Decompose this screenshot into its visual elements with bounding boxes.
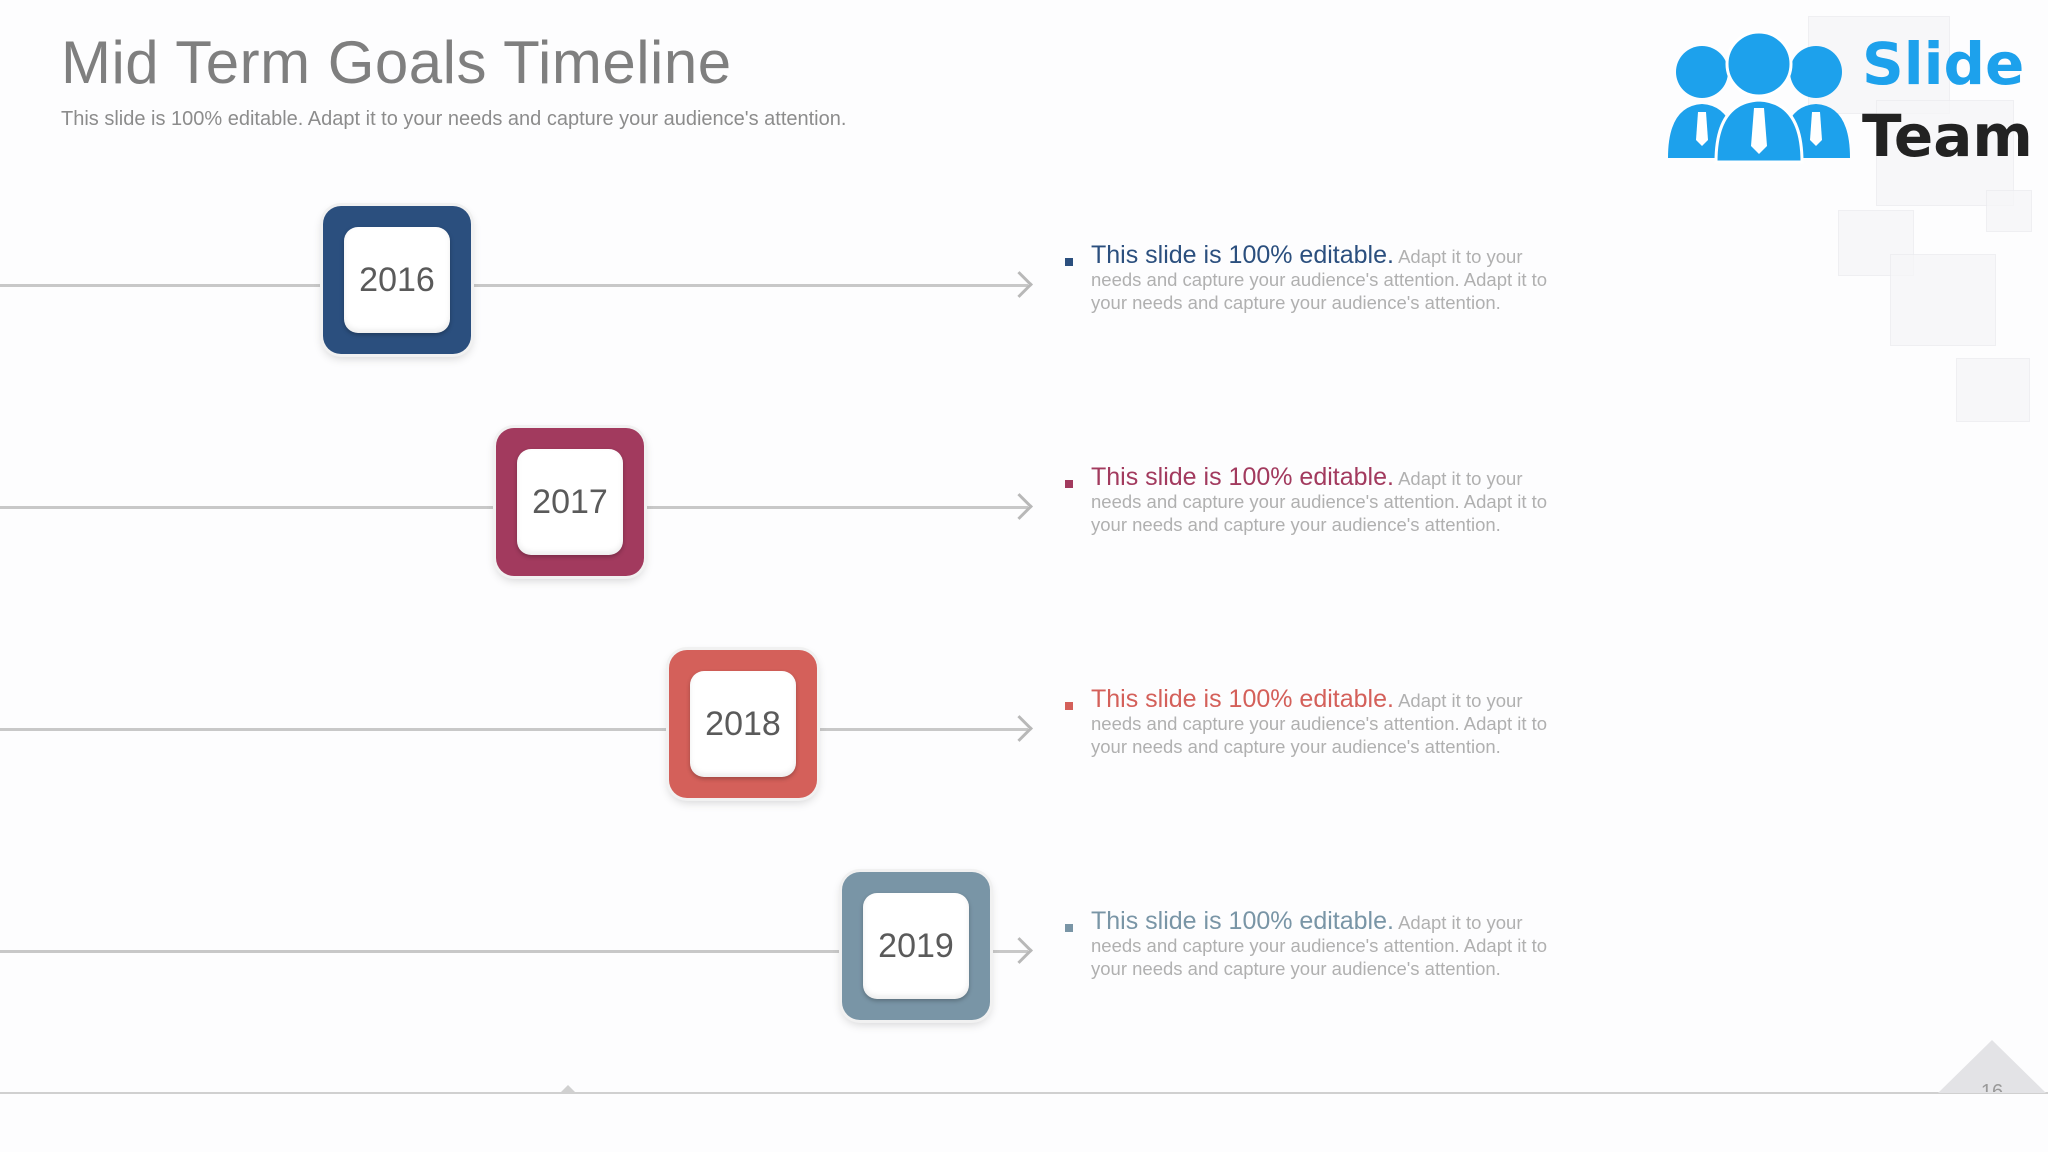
decor-square xyxy=(1890,254,1996,346)
year-label: 2017 xyxy=(517,449,623,555)
year-label: 2016 xyxy=(344,227,450,333)
timeline-row-2016: 2016 This slide is 100% editable. Adapt … xyxy=(0,206,2048,366)
row-description: This slide is 100% editable. Adapt it to… xyxy=(1065,463,1561,536)
year-box: 2019 xyxy=(842,872,990,1020)
timeline-row-2019: 2019 This slide is 100% editable. Adapt … xyxy=(0,872,2048,1032)
row-description: This slide is 100% editable. Adapt it to… xyxy=(1065,241,1561,314)
slideteam-logo: Slide Team xyxy=(1664,28,2033,170)
row-body: Adapt it to your needs and capture your … xyxy=(1091,690,1548,757)
arrow-head-icon xyxy=(1006,271,1033,298)
decor-square xyxy=(1986,190,2032,232)
timeline-row-2017: 2017 This slide is 100% editable. Adapt … xyxy=(0,428,2048,588)
bullet-icon xyxy=(1065,702,1073,710)
footer-divider xyxy=(0,1092,2048,1094)
row-body: Adapt it to your needs and capture your … xyxy=(1091,468,1548,535)
row-heading: This slide is 100% editable. xyxy=(1091,241,1394,269)
year-label: 2019 xyxy=(863,893,969,999)
footer-tick-icon xyxy=(561,1085,575,1092)
bullet-icon xyxy=(1065,480,1073,488)
arrow-head-icon xyxy=(1006,715,1033,742)
row-heading: This slide is 100% editable. xyxy=(1091,907,1394,935)
page-subtitle: This slide is 100% editable. Adapt it to… xyxy=(61,108,847,130)
page-title: Mid Term Goals Timeline xyxy=(61,29,732,96)
page-number: 16 xyxy=(1980,1081,2004,1092)
year-box: 2016 xyxy=(323,206,471,354)
decor-square xyxy=(1876,100,2014,206)
bullet-icon xyxy=(1065,924,1073,932)
row-body: Adapt it to your needs and capture your … xyxy=(1091,912,1548,979)
bullet-icon xyxy=(1065,258,1073,266)
logo-word-slide: Slide xyxy=(1862,30,2025,98)
arrow-head-icon xyxy=(1006,937,1033,964)
arrow-head-icon xyxy=(1006,493,1033,520)
year-box: 2018 xyxy=(669,650,817,798)
row-heading: This slide is 100% editable. xyxy=(1091,685,1394,713)
row-heading: This slide is 100% editable. xyxy=(1091,463,1394,491)
row-body: Adapt it to your needs and capture your … xyxy=(1091,246,1548,313)
timeline-line xyxy=(0,284,1028,287)
row-description: This slide is 100% editable. Adapt it to… xyxy=(1065,685,1561,758)
year-label: 2018 xyxy=(690,671,796,777)
timeline-row-2018: 2018 This slide is 100% editable. Adapt … xyxy=(0,650,2048,810)
page-corner-triangle xyxy=(1938,1040,2046,1093)
row-description: This slide is 100% editable. Adapt it to… xyxy=(1065,907,1561,980)
decor-square xyxy=(1956,358,2030,422)
timeline-line xyxy=(0,728,1028,731)
year-box: 2017 xyxy=(496,428,644,576)
team-people-icon xyxy=(1668,30,1850,164)
timeline-line xyxy=(0,950,1028,953)
logo-word-team: Team xyxy=(1862,102,2033,170)
